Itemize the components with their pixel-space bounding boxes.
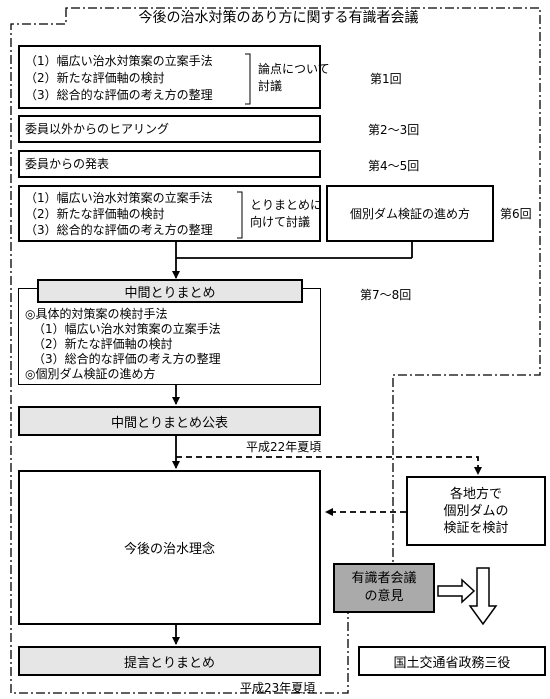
presentation-box: 委員からの発表 (18, 150, 321, 178)
interim-session: 第7～8回 (360, 288, 412, 302)
stage4-note-line1: とりまとめに (250, 198, 323, 212)
opinion-line2: の意見 (364, 589, 404, 604)
regional-line3: 検証を検討 (443, 520, 509, 536)
interim-line-5: ◎個別ダム検証の進め方 (25, 367, 156, 381)
dam-verification-box: 個別ダム検証の進め方 (326, 185, 494, 242)
interim-line-3: （2）新たな評価軸の検討 (33, 337, 173, 351)
proposal-box: 提言とりまとめ (18, 646, 321, 676)
stage1-topics-box: （1）幅広い治水対策案の立案手法 （2）新たな評価軸の検討 （3）総合的な評価の… (18, 45, 330, 109)
interim-line-2: （1）幅広い治水対策案の立案手法 (33, 322, 221, 336)
stage1-item-3: （3）総合的な評価の考え方の整理 (25, 88, 213, 102)
stage4-session: 第6回 (500, 207, 532, 221)
ministry-box: 国土交通省政務三役 (358, 646, 546, 676)
ministry-label: 国土交通省政務三役 (393, 655, 511, 671)
stage1-item-2: （2）新たな評価軸の検討 (25, 71, 165, 85)
stage1-note-line1: 論点について (258, 62, 330, 76)
interim-summary-box: ◎具体的対策案の検討手法 （1）幅広い治水対策案の立案手法 （2）新たな評価軸の… (18, 288, 321, 385)
stage4-note-line2: 向けて討議 (250, 215, 311, 229)
philosophy-label: 今後の治水理念 (123, 542, 215, 557)
stage1-brace (245, 53, 251, 105)
hearing-box: 委員以外からのヒアリング (18, 115, 321, 143)
presentation-session: 第4～5回 (368, 159, 420, 173)
stage4-topics-box: （1）幅広い治水対策案の立案手法 （2）新たな評価軸の検討 （3）総合的な評価の… (18, 185, 323, 242)
stage1-item-1: （1）幅広い治水対策案の立案手法 (25, 54, 213, 68)
philosophy-box: 今後の治水理念 (18, 470, 321, 625)
opinion-box: 有識者会議 の意見 (333, 563, 435, 613)
hearing-session: 第2～3回 (368, 123, 420, 137)
council-title-text: 今後の治水対策のあり方に関する有識者会議 (138, 10, 419, 26)
stage1-note-line2: 討議 (258, 79, 283, 93)
hearing-label: 委員以外からのヒアリング (25, 122, 170, 136)
interim-line-1: ◎具体的対策案の検討手法 (25, 307, 168, 321)
presentation-label: 委員からの発表 (25, 157, 110, 171)
publish-date: 平成22年夏頃 (246, 440, 322, 454)
stage4-item-1: （1）幅広い治水対策案の立案手法 (25, 191, 213, 205)
regional-line1: 各地方で (449, 486, 502, 502)
stage4-item-2: （2）新たな評価軸の検討 (25, 207, 165, 221)
stage1-session: 第1回 (370, 72, 402, 86)
publish-label: 中間とりまとめ公表 (110, 415, 228, 431)
regional-verification-box: 各地方で 個別ダムの 検証を検討 (406, 476, 546, 546)
interim-title-box: 中間とりまとめ (37, 279, 303, 303)
interim-title: 中間とりまとめ (124, 285, 216, 301)
opinion-line1: 有識者会議 (351, 571, 417, 586)
proposal-label: 提言とりまとめ (123, 655, 215, 671)
publish-box: 中間とりまとめ公表 (18, 406, 321, 436)
dam-verification-label: 個別ダム検証の進め方 (349, 207, 470, 221)
stage4-item-3: （3）総合的な評価の考え方の整理 (25, 223, 213, 237)
proposal-date: 平成23年夏頃 (240, 681, 316, 695)
interim-line-4: （3）総合的な評価の考え方の整理 (33, 352, 221, 366)
regional-line2: 個別ダムの (443, 503, 509, 519)
stage4-brace (237, 191, 243, 239)
council-title: 今後の治水対策のあり方に関する有識者会議 (76, 6, 481, 28)
